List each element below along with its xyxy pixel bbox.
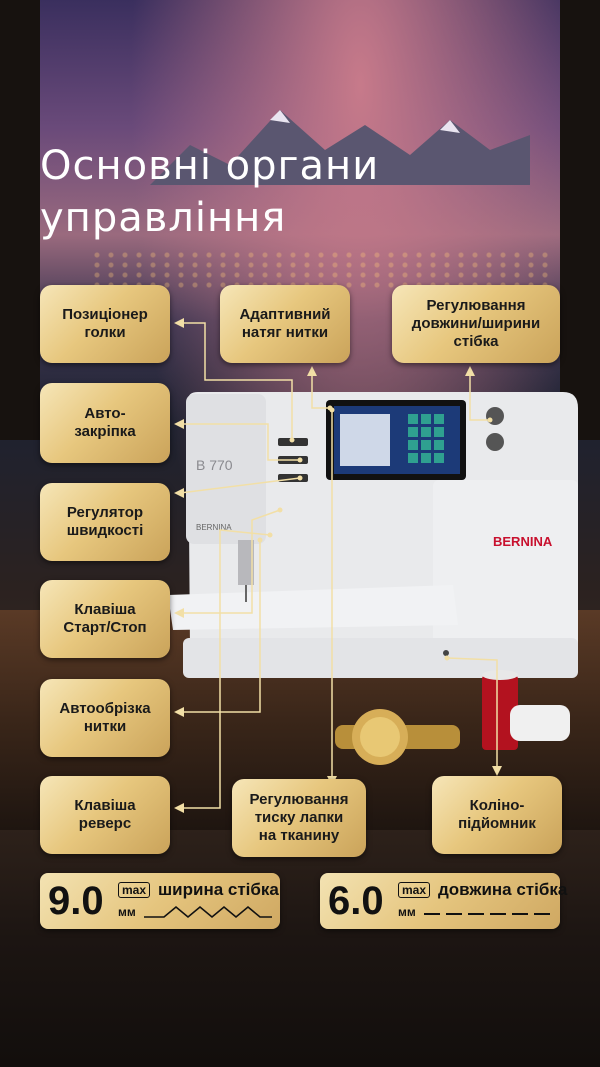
- spec-width-desc: ширина стібка: [158, 880, 279, 899]
- zigzag-stitch-icon: [144, 905, 272, 919]
- label-text: Клавіша Старт/Стоп: [63, 601, 147, 636]
- label-text: Позиціонер голки: [62, 306, 148, 341]
- label-needle-positioner: Позиціонер голки: [40, 285, 170, 363]
- spec-width-value: 9.0: [48, 879, 104, 923]
- label-knee-lifter: Коліно- підйомник: [432, 776, 562, 854]
- label-text: Коліно- підйомник: [458, 797, 536, 832]
- spec-width-unit: мм: [118, 905, 136, 919]
- window-frame-left: [0, 0, 40, 440]
- model-label: B 770: [196, 457, 233, 473]
- head-brand-label: BERNINA: [196, 523, 232, 532]
- label-text: Регулювання тиску лапки на тканину: [249, 791, 349, 844]
- lake-lights: [90, 250, 550, 290]
- gold-watch: [335, 709, 460, 765]
- label-speed-regulator: Регулятор швидкості: [40, 483, 170, 561]
- label-text: Регулювання довжини/ширини стібка: [411, 297, 541, 350]
- title-line-2: управління: [40, 195, 287, 241]
- brand-logo-text: BERNINA: [493, 534, 553, 549]
- label-text: Регулятор швидкості: [66, 504, 144, 539]
- label-text: Клавіша реверс: [74, 797, 136, 832]
- label-text: Автообрізка нитки: [59, 700, 151, 735]
- label-adaptive-tension: Адаптивний натяг нитки: [220, 285, 350, 363]
- page-title: Основні органи управління: [40, 140, 379, 244]
- sewing-machine: B 770 BERNINA BERNINA: [168, 392, 578, 678]
- straight-stitch-icon: [424, 913, 550, 915]
- label-presser-foot-pressure: Регулювання тиску лапки на тканину: [232, 779, 366, 857]
- mountains-illustration: [150, 110, 530, 185]
- label-text: Адаптивний натяг нитки: [239, 306, 331, 341]
- label-auto-lock: Авто- закріпка: [40, 383, 170, 463]
- label-text: Авто- закріпка: [74, 405, 136, 440]
- spec-length-max-badge: max: [398, 882, 431, 898]
- thread-spools: [482, 670, 570, 750]
- spec-width-max-badge: max: [118, 882, 151, 898]
- spec-length-unit: мм: [398, 905, 416, 919]
- label-stitch-length-width: Регулювання довжини/ширини стібка: [392, 285, 560, 363]
- label-start-stop: Клавіша Старт/Стоп: [40, 580, 170, 658]
- spec-stitch-length: 6.0 max мм довжина стібка: [320, 873, 567, 929]
- spec-length-value: 6.0: [328, 879, 384, 923]
- window-frame-right: [560, 0, 600, 440]
- label-auto-thread-cut: Автообрізка нитки: [40, 679, 170, 757]
- spec-length-desc: довжина стібка: [438, 880, 568, 899]
- spec-stitch-width: 9.0 max мм ширина стібка: [40, 873, 280, 929]
- title-line-1: Основні органи: [40, 143, 380, 189]
- label-reverse: Клавіша реверс: [40, 776, 170, 854]
